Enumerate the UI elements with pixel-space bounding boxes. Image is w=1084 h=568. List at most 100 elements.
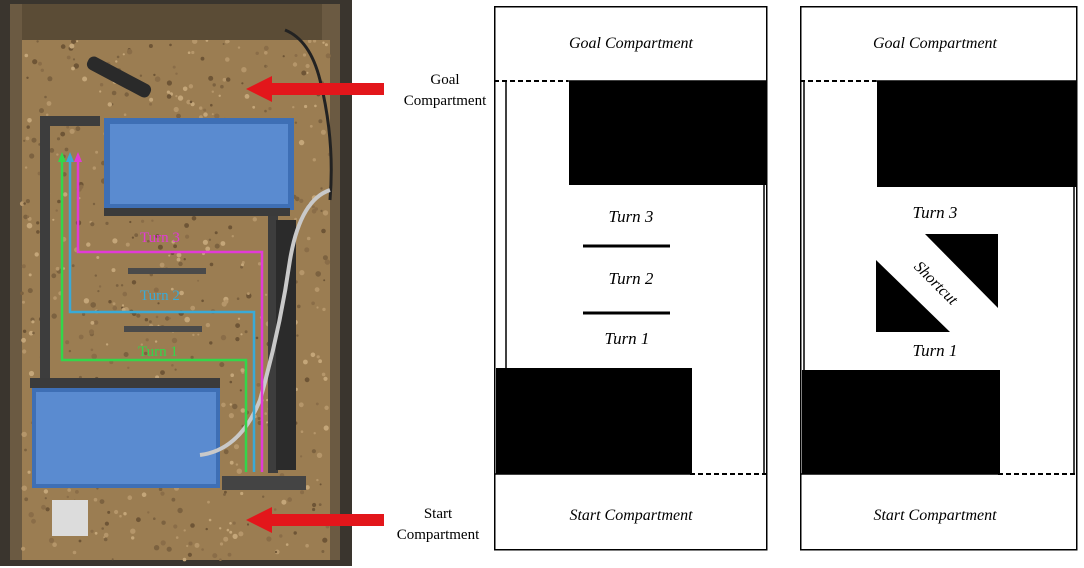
gravel-speck (44, 95, 47, 99)
gravel-speck (131, 536, 135, 540)
gravel-speck (123, 352, 129, 357)
gravel-speck (190, 523, 195, 528)
gravel-speck (321, 372, 326, 377)
gravel-speck (264, 51, 268, 55)
gravel-speck (62, 192, 68, 197)
gravel-speck (23, 139, 26, 142)
gravel-speck (287, 497, 293, 502)
gravel-speck (319, 483, 322, 486)
gravel-speck (92, 202, 96, 206)
gravel-speck (268, 107, 272, 111)
gravel-speck (28, 512, 34, 518)
gravel-speck (31, 518, 36, 524)
gravel-speck (220, 241, 226, 246)
gravel-speck (112, 302, 116, 306)
gravel-speck (230, 373, 234, 378)
gravel-speck (211, 90, 214, 93)
turn-2-label: Turn 2 (609, 269, 654, 288)
gravel-speck (190, 305, 196, 311)
gravel-speck (116, 55, 120, 59)
gravel-speck (203, 108, 207, 112)
gravel-speck (31, 137, 37, 143)
path-turn-1 (60, 160, 248, 472)
gravel-speck (179, 290, 184, 296)
gravel-speck (263, 45, 269, 51)
gravel-speck (294, 54, 298, 57)
gravel-speck (49, 148, 55, 153)
start-arrow-head (246, 507, 272, 533)
gravel-speck (304, 104, 308, 109)
gravel-speck (302, 53, 307, 57)
gravel-speck (147, 239, 150, 243)
gravel-speck (125, 242, 130, 247)
gravel-speck (71, 264, 75, 268)
path-turn-2 (68, 160, 256, 472)
gravel-speck (322, 210, 329, 216)
gravel-speck (211, 113, 214, 116)
gravel-speck (264, 412, 268, 415)
gravel-speck (157, 302, 160, 305)
gravel-speck (83, 298, 90, 304)
gravel-speck (141, 219, 145, 223)
gravel-speck (94, 274, 98, 277)
gravel-speck (194, 542, 200, 548)
gravel-speck (316, 306, 319, 309)
goal-callout-line-1: Goal (430, 72, 460, 88)
gravel-speck (209, 341, 213, 345)
gravel-speck (220, 84, 224, 89)
gravel-speck (72, 58, 76, 61)
gravel-speck (76, 40, 79, 43)
gravel-speck (134, 233, 139, 238)
gravel-speck (229, 522, 232, 525)
gravel-speck (22, 349, 27, 354)
gravel-speck (159, 262, 165, 268)
gravel-speck (236, 468, 242, 474)
gravel-speck (99, 90, 102, 93)
gravel-speck (141, 492, 147, 498)
gravel-speck (240, 408, 246, 413)
gravel-speck (157, 244, 163, 250)
gravel-speck (311, 209, 317, 214)
gravel-speck (65, 340, 70, 345)
gravel-speck (51, 313, 57, 319)
gravel-speck (24, 166, 28, 169)
gravel-speck (173, 106, 179, 113)
gravel-speck (224, 299, 229, 304)
gravel-speck (99, 499, 105, 504)
gravel-speck (75, 490, 79, 494)
gravel-speck (312, 502, 317, 508)
gravel-speck (183, 529, 186, 532)
gravel-speck (224, 490, 227, 494)
shortcut-turn-3-label: Turn 3 (913, 203, 958, 222)
arrowhead-green (58, 152, 66, 162)
gravel-speck (147, 511, 150, 514)
gravel-speck (93, 320, 99, 325)
gravel-speck (166, 94, 172, 99)
gravel-speck (244, 94, 250, 99)
gravel-speck (88, 329, 95, 335)
gravel-speck (47, 76, 53, 82)
gravel-speck (183, 258, 186, 261)
gravel-speck (240, 265, 244, 269)
gravel-speck (191, 216, 197, 221)
gravel-speck (55, 266, 60, 271)
gravel-speck (191, 50, 195, 55)
gravel-speck (208, 238, 212, 241)
gravel-speck (324, 43, 328, 47)
gravel-speck (120, 284, 124, 287)
gravel-speck (282, 55, 285, 58)
gravel-speck (93, 497, 98, 502)
gravel-speck (311, 449, 316, 454)
shortcut-lower-block (802, 370, 1000, 474)
shortcut-lower-triangle (876, 260, 950, 332)
gravel-speck (223, 536, 229, 542)
gravel-speck (40, 68, 44, 73)
gravel-speck (169, 43, 172, 47)
gravel-speck (149, 102, 153, 106)
gravel-speck (56, 137, 61, 141)
gravel-speck (111, 558, 114, 561)
gravel-speck (227, 552, 232, 557)
gravel-speck (311, 301, 315, 306)
gravel-speck (323, 279, 326, 282)
gravel-speck (237, 46, 241, 49)
